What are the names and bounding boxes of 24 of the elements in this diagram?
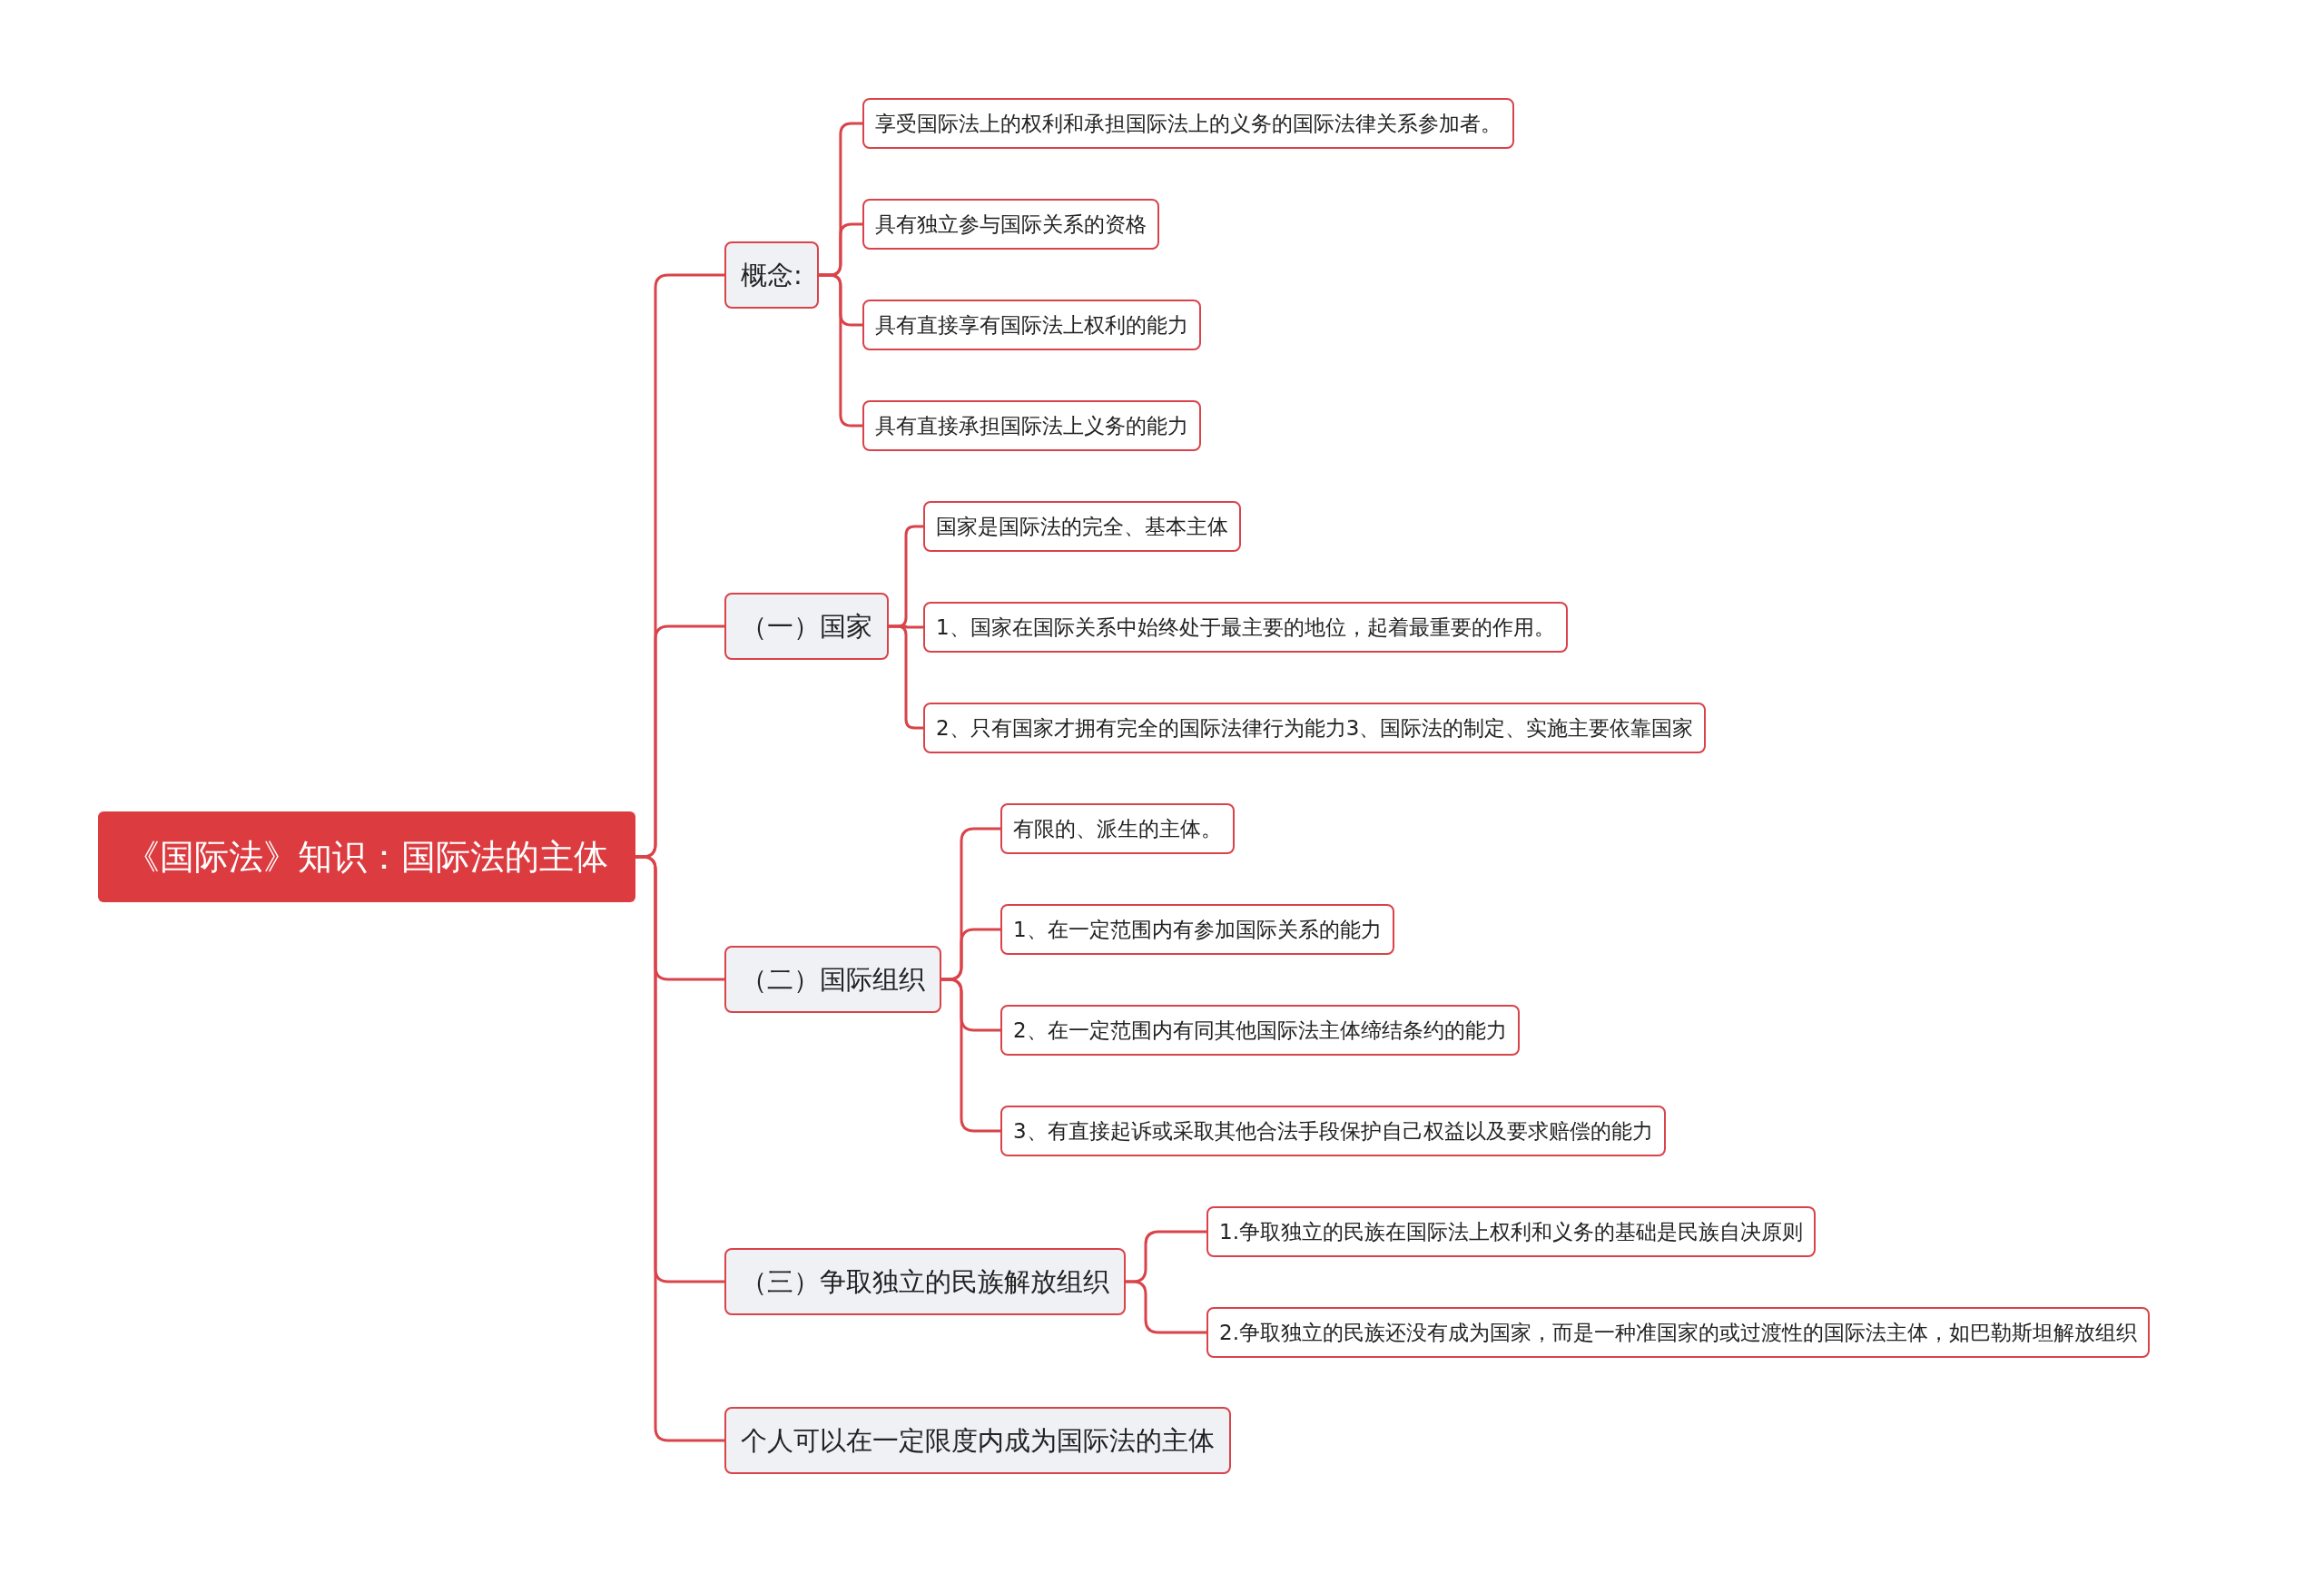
branch-box: （二）国际组织	[724, 946, 941, 1013]
leaf-box: 国家是国际法的完全、基本主体	[923, 501, 1241, 552]
leaf-box: 具有直接享有国际法上权利的能力	[862, 300, 1201, 350]
topic-box: 《国际法》知识：国际法的主体	[98, 811, 635, 902]
connector-line	[889, 624, 923, 730]
branch-box: 概念:	[724, 241, 819, 309]
leaf-box: 1.争取独立的民族在国际法上权利和义务的基础是民族自决原则	[1206, 1206, 1816, 1257]
leaf-box: 具有独立参与国际关系的资格	[862, 199, 1159, 250]
connector-line	[1126, 1280, 1206, 1334]
leaf-box: 享受国际法上的权利和承担国际法上的义务的国际法律关系参加者。	[862, 98, 1514, 149]
leaf-box: 3、有直接起诉或采取其他合法手段保护自己权益以及要求赔偿的能力	[1000, 1106, 1666, 1156]
leaf-box: 1、在一定范围内有参加国际关系的能力	[1000, 904, 1394, 955]
leaf-box: 有限的、派生的主体。	[1000, 803, 1235, 854]
branch-box: （三）争取独立的民族解放组织	[724, 1248, 1126, 1315]
branch-box: （一）国家	[724, 593, 889, 660]
leaf-box: 2、在一定范围内有同其他国际法主体缔结条约的能力	[1000, 1005, 1520, 1056]
connector-line	[635, 855, 724, 1442]
leaf-box: 1、国家在国际关系中始终处于最主要的地位，起着最重要的作用。	[923, 602, 1568, 653]
leaf-box: 2.争取独立的民族还没有成为国家，而是一种准国家的或过渡性的国际法主体，如巴勒斯坦解放组织	[1206, 1307, 2150, 1358]
leaf-box: 2、只有国家才拥有完全的国际法律行为能力3、国际法的制定、实施主要依靠国家	[923, 703, 1707, 753]
branch-box: 个人可以在一定限度内成为国际法的主体	[724, 1407, 1231, 1474]
leaf-box: 具有直接承担国际法上义务的能力	[862, 400, 1201, 451]
connector-line	[818, 273, 862, 428]
connector-line	[941, 978, 1000, 1133]
